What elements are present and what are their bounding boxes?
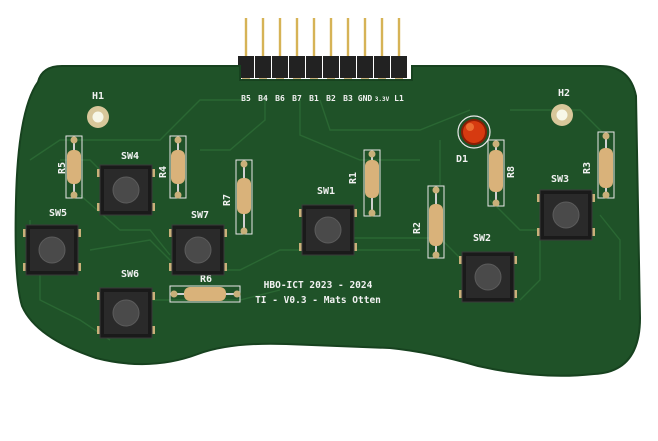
header-pin-label: 3.3V <box>375 96 390 103</box>
resistor-label: R1 <box>348 172 359 184</box>
switch-sw3[interactable]: SW3 <box>537 174 595 241</box>
resistor-label: R4 <box>158 166 169 178</box>
switch-label: SW4 <box>121 151 139 162</box>
resistor-r6: R6 <box>169 274 241 303</box>
header-pin <box>278 18 282 64</box>
resistor-r3: R3 <box>582 131 615 199</box>
switch-sw7[interactable]: SW7 <box>169 210 227 276</box>
traces <box>29 99 621 341</box>
resistor-label: R8 <box>506 166 517 178</box>
header-pin-housing <box>306 56 322 78</box>
switch-sw2[interactable]: SW2 <box>459 233 517 303</box>
header-pin-housing <box>272 56 288 78</box>
header-pin-label: B5 <box>241 94 251 103</box>
led-d1: D1 <box>456 115 491 165</box>
mounting-hole-h2: H2 <box>551 88 573 126</box>
header-pin-label: B1 <box>309 94 319 103</box>
resistor-r5: R5 <box>57 135 83 199</box>
header-pin-housing <box>340 56 356 78</box>
header-pin <box>380 18 384 64</box>
switch-sw5[interactable]: SW5 <box>23 208 81 276</box>
header-pin-label: B4 <box>258 94 268 103</box>
switch-label: SW1 <box>317 186 335 197</box>
header-pin-label: GND <box>358 94 373 103</box>
mounting-hole-label: H1 <box>92 91 104 102</box>
pin-header <box>238 18 407 86</box>
resistor-r4: R4 <box>158 135 187 199</box>
header-pin-housing <box>357 56 373 78</box>
header-pin-housing <box>374 56 390 78</box>
switch-cap[interactable] <box>314 216 342 244</box>
header-pin-housing <box>391 56 407 78</box>
silkscreen-line-1: HBO-ICT 2023 - 2024 <box>264 280 373 291</box>
resistor-label: R3 <box>582 162 593 174</box>
switch-sw4[interactable]: SW4 <box>97 151 155 216</box>
switch-cap[interactable] <box>552 201 580 229</box>
header-pin-housing <box>238 56 254 78</box>
switch-cap[interactable] <box>184 236 212 264</box>
resistor-r8: R8 <box>487 139 517 207</box>
header-pin <box>397 18 401 64</box>
silkscreen-line-2: TI - V0.3 - Mats Otten <box>255 295 381 306</box>
header-pin-housing <box>289 56 305 78</box>
mounting-hole-h1: H1 <box>87 91 109 128</box>
switch-cap[interactable] <box>112 176 140 204</box>
header-pin-housing <box>255 56 271 78</box>
resistor-label: R7 <box>222 194 233 206</box>
header-pin <box>295 18 299 64</box>
switch-label: SW2 <box>473 233 491 244</box>
switch-label: SW5 <box>49 208 67 219</box>
header-pin-housing <box>323 56 339 78</box>
header-pin <box>346 18 350 64</box>
resistor-r1: R1 <box>348 149 381 217</box>
switch-label: SW7 <box>191 210 209 221</box>
switch-cap[interactable] <box>38 236 66 264</box>
resistor-r2: R2 <box>412 185 445 259</box>
header-pin-label: B3 <box>343 94 353 103</box>
mounting-hole-label: H2 <box>558 88 570 99</box>
header-pin-label: L1 <box>394 94 404 103</box>
header-pin <box>244 18 248 64</box>
resistor-label: R5 <box>57 162 68 174</box>
switch-cap[interactable] <box>474 263 502 291</box>
header-pin-label: B7 <box>292 94 302 103</box>
switch-sw6[interactable]: SW6 <box>97 269 155 339</box>
header-pin <box>261 18 265 64</box>
switch-label: SW3 <box>551 174 569 185</box>
header-pin-label: B6 <box>275 94 285 103</box>
led-label: D1 <box>456 154 468 165</box>
resistor-label: R2 <box>412 222 423 234</box>
header-pin <box>329 18 333 64</box>
switch-sw1[interactable]: SW1 <box>299 186 357 256</box>
resistor-r7: R7 <box>222 159 253 235</box>
header-pin-label: B2 <box>326 94 336 103</box>
header-pin <box>312 18 316 64</box>
header-pin <box>363 18 367 64</box>
resistor-label: R6 <box>200 274 212 285</box>
switch-cap[interactable] <box>112 299 140 327</box>
switch-label: SW6 <box>121 269 139 280</box>
